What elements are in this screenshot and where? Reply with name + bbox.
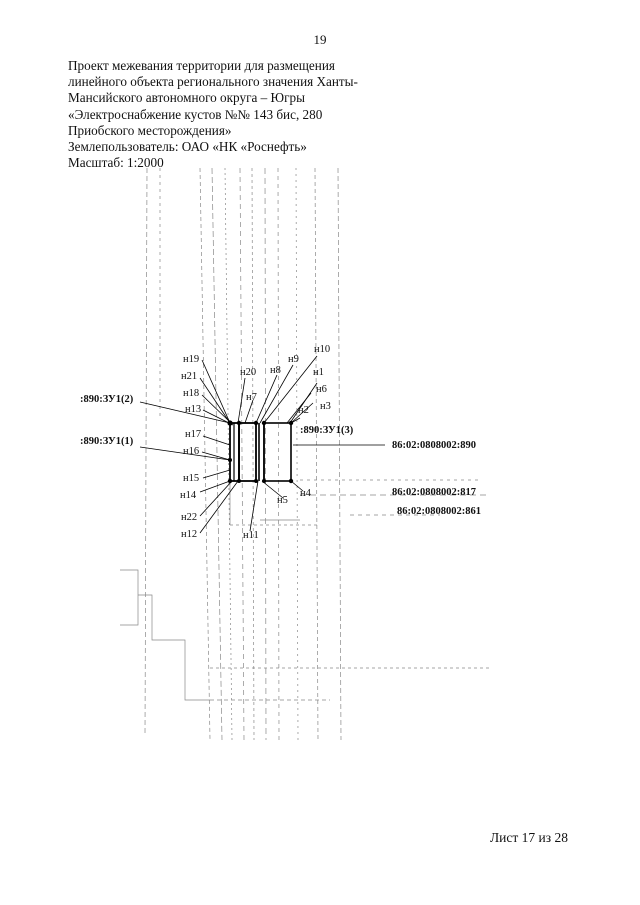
parcel-zu1-2-outline <box>238 422 257 482</box>
parcel-boundaries <box>229 422 292 482</box>
parcel-label-zu1-2: :890:ЗУ1(2) <box>80 394 134 405</box>
point-label-n19: н19 <box>183 354 199 365</box>
background-linework <box>120 167 490 741</box>
leader-lines <box>139 355 385 534</box>
header-line: Проект межевания территории для размещен… <box>68 58 335 73</box>
point-label-n11: н11 <box>243 530 259 541</box>
point-label-n18: н18 <box>183 388 199 399</box>
boundary-point <box>254 479 258 483</box>
point-label-n14: н14 <box>180 490 197 501</box>
point-label-n8: н8 <box>270 365 281 376</box>
point-label-n6: н6 <box>316 384 327 395</box>
cadastral-number-861: 86:02:0808002:861 <box>397 506 481 517</box>
boundary-point <box>236 420 242 426</box>
boundary-point <box>237 479 241 483</box>
header-line: Мансийского автономного округа – Югры <box>68 90 305 106</box>
header-line: линейного объекта регионального значения… <box>68 74 358 90</box>
cadastral-number-817: 86:02:0808002:817 <box>392 487 476 498</box>
point-label-n1: н1 <box>313 367 324 378</box>
point-label-n17: н17 <box>185 429 201 440</box>
header-line: «Электроснабжение кустов №№ 143 бис, 280 <box>68 106 323 122</box>
header-title-block: Проект межевания территории для размещен… <box>68 58 388 171</box>
header-line: Приобского месторождения» <box>68 122 232 138</box>
point-label-n16: н16 <box>183 446 199 457</box>
scale-line: Масштаб: 1:2000 <box>68 155 164 171</box>
parcel-zu1-3-outline <box>263 422 292 482</box>
point-label-n15: н15 <box>183 473 199 484</box>
point-label-n3: н3 <box>320 401 331 412</box>
boundary-points <box>227 420 294 484</box>
point-label-n21: н21 <box>181 371 197 382</box>
sheet-number: Лист 17 из 28 <box>490 830 568 845</box>
parcel-label-zu1-3: :890:ЗУ1(3) <box>300 425 354 436</box>
point-label-n20: н20 <box>240 367 256 378</box>
point-label-n2: н2 <box>298 405 309 416</box>
parcel-label-zu1-1: :890:ЗУ1(1) <box>80 436 134 447</box>
point-label-n5: н5 <box>277 495 288 506</box>
point-label-n13: н13 <box>185 404 201 415</box>
land-user-line: Землепользователь: ОАО «НК «Роснефть» <box>68 139 307 155</box>
point-label-n4: н4 <box>300 488 312 499</box>
point-label-n9: н9 <box>288 354 299 365</box>
point-label-n22: н22 <box>181 512 197 523</box>
point-label-n10: н10 <box>314 344 330 355</box>
cadastral-number-890: 86:02:0808002:890 <box>392 440 476 451</box>
point-label-n7: н7 <box>246 392 257 403</box>
page-number: 19 <box>313 32 327 47</box>
point-label-n12: н12 <box>181 529 197 540</box>
